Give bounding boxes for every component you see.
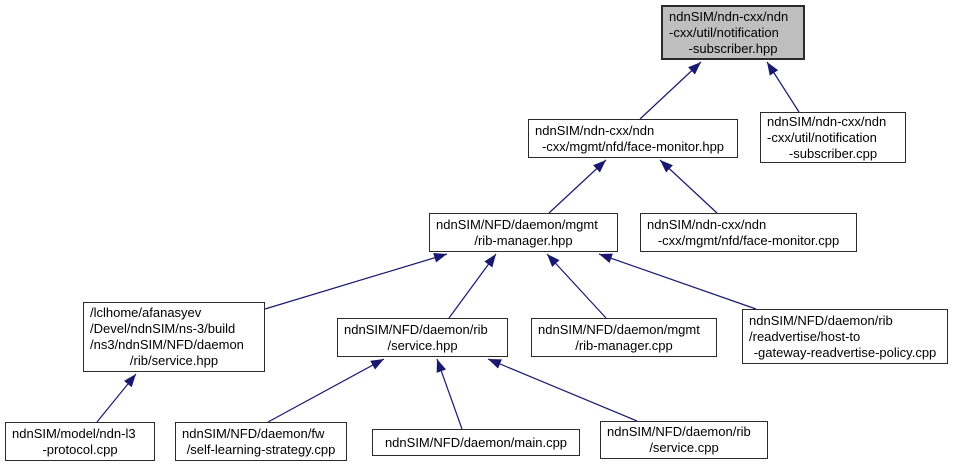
graph-node-main-cpp[interactable]: ndnSIM/NFD/daemon/main.cpp: [372, 429, 580, 456]
edge-ndn-l3-protocol-cpp-to-build-service-hpp: [96, 373, 137, 423]
edge-rib-service-hpp-to-rib-manager-hpp: [448, 253, 497, 319]
edge-build-service-hpp-to-rib-manager-hpp: [264, 252, 448, 310]
node-label-line: /self-learning-strategy.cpp: [186, 441, 336, 457]
node-label-line: ndnSIM/NFD/daemon/rib: [749, 312, 893, 328]
edge-self-learning-strategy-cpp-to-rib-service-hpp: [267, 358, 385, 423]
edge-readvertise-policy-cpp-to-rib-manager-hpp: [598, 253, 757, 310]
node-label-line: /Devel/ndnSIM/ns-3/build: [90, 321, 236, 336]
graph-node-face-monitor-hpp[interactable]: ndnSIM/ndn-cxx/ndn-cxx/mgmt/nfd/face-mon…: [528, 119, 738, 158]
graph-node-rib-manager-cpp[interactable]: ndnSIM/NFD/daemon/mgmt/rib-manager.cpp: [531, 318, 717, 357]
graph-node-self-learning-strategy-cpp[interactable]: ndnSIM/NFD/daemon/fw/self-learning-strat…: [175, 422, 347, 461]
edge-face-monitor-hpp-to-notification-subscriber-hpp: [639, 61, 702, 120]
edge-main-cpp-to-rib-service-hpp: [436, 358, 463, 430]
graph-node-rib-service-cpp[interactable]: ndnSIM/NFD/daemon/rib/service.cpp: [600, 421, 768, 459]
graph-node-rib-manager-hpp[interactable]: ndnSIM/NFD/daemon/mgmt/rib-manager.hpp: [429, 213, 618, 252]
node-label-line: -subscriber.hpp: [688, 40, 778, 56]
node-label-line: ndnSIM/ndn-cxx/ndn: [535, 122, 655, 138]
node-label-line: ndnSIM/NFD/daemon/mgmt: [538, 321, 700, 337]
node-label-line: -subscriber.cpp: [788, 145, 878, 161]
node-label-line: -protocol.cpp: [42, 441, 118, 457]
node-label-line: /rib/service.hpp: [129, 353, 219, 368]
node-label-line: -cxx/util/notification: [669, 24, 779, 40]
node-label-line: ndnSIM/NFD/daemon/fw: [182, 425, 325, 441]
node-label-line: /readvertise/host-to: [749, 328, 861, 344]
node-label-line: ndnSIM/ndn-cxx/ndn: [669, 8, 789, 24]
node-label-line: ndnSIM/NFD/daemon/mgmt: [436, 216, 598, 232]
graph-node-notification-subscriber-cpp[interactable]: ndnSIM/ndn-cxx/ndn-cxx/util/notification…: [760, 112, 906, 163]
node-label-line: /service.cpp: [649, 440, 719, 455]
graph-node-readvertise-policy-cpp[interactable]: ndnSIM/NFD/daemon/rib/readvertise/host-t…: [742, 309, 948, 364]
edge-rib-manager-hpp-to-face-monitor-hpp: [548, 159, 607, 214]
edge-notification-subscriber-cpp-to-notification-subscriber-hpp: [766, 61, 800, 113]
node-label-line: ndnSIM/model/ndn-l3: [12, 425, 136, 441]
graph-node-build-service-hpp[interactable]: /lclhome/afanasyev/Devel/ndnSIM/ns-3/bui…: [83, 302, 265, 372]
node-label-line: /lclhome/afanasyev: [90, 305, 202, 320]
node-label-line: ndnSIM/ndn-cxx/ndn: [767, 113, 887, 129]
node-label-line: -cxx/mgmt/nfd/face-monitor.hpp: [541, 138, 725, 154]
node-label-line: -cxx/util/notification: [767, 129, 877, 145]
node-label-line: /ns3/ndnSIM/NFD/daemon: [90, 337, 244, 352]
node-label-line: /service.hpp: [387, 337, 458, 353]
edge-face-monitor-cpp-to-face-monitor-hpp: [659, 159, 718, 214]
graph-node-ndn-l3-protocol-cpp[interactable]: ndnSIM/model/ndn-l3-protocol.cpp: [5, 422, 155, 461]
node-label-line: ndnSIM/ndn-cxx/ndn: [647, 216, 767, 232]
graph-node-face-monitor-cpp[interactable]: ndnSIM/ndn-cxx/ndn-cxx/mgmt/nfd/face-mon…: [640, 213, 857, 252]
node-label-line: /rib-manager.cpp: [575, 337, 673, 353]
node-label-line: ndnSIM/NFD/daemon/main.cpp: [384, 434, 568, 450]
node-label-line: /rib-manager.hpp: [474, 232, 573, 248]
graph-node-rib-service-hpp[interactable]: ndnSIM/NFD/daemon/rib/service.hpp: [337, 318, 508, 357]
edge-rib-service-cpp-to-rib-service-hpp: [487, 358, 638, 422]
node-label-line: -gateway-readvertise-policy.cpp: [753, 344, 937, 360]
edge-rib-manager-cpp-to-rib-manager-hpp: [546, 253, 607, 319]
node-label-line: -cxx/mgmt/nfd/face-monitor.cpp: [657, 232, 840, 248]
graph-node-notification-subscriber-hpp: ndnSIM/ndn-cxx/ndn-cxx/util/notification…: [661, 5, 805, 60]
node-label-line: ndnSIM/NFD/daemon/rib: [344, 321, 488, 337]
node-label-line: ndnSIM/NFD/daemon/rib: [607, 424, 751, 439]
